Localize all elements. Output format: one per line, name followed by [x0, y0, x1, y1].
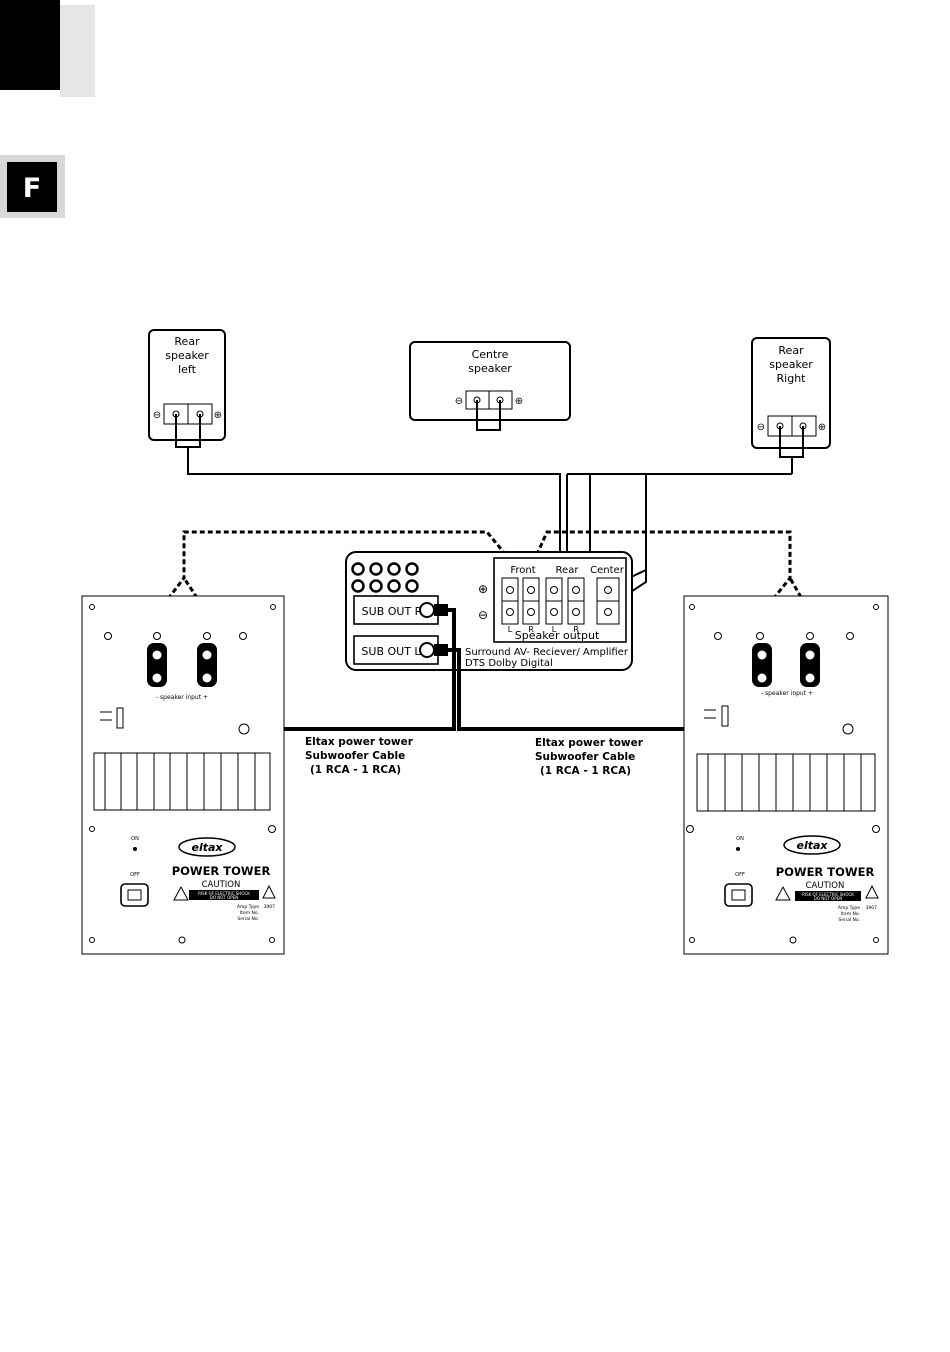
cable-label-right: Eltax power tower Subwoofer Cable (1 RCA…: [535, 737, 644, 777]
rca-jack-array: [351, 562, 419, 593]
cable-right-line3: (1 RCA - 1 RCA): [540, 765, 631, 777]
sub-out-r-jack: [419, 602, 435, 618]
power-tower-left: - speaker input + ON OFF eltax POWER TOW…: [81, 595, 285, 955]
left-tower-on-label: ON: [131, 836, 139, 842]
cable-left-line1: Eltax power tower: [305, 736, 414, 748]
av-receiver: ⊕ ⊖ Front Rear Center L R L R Sp: [345, 551, 633, 671]
cable-left-line3: (1 RCA - 1 RCA): [310, 764, 401, 776]
centre-minus-icon: ⊖: [455, 396, 463, 407]
cable-label-left: Eltax power tower Subwoofer Cable (1 RCA…: [305, 736, 414, 776]
left-tower-amp-value: 3907: [264, 904, 276, 910]
centre-label-2: speaker: [468, 362, 512, 375]
left-tower-amp-type: Amp Type: [237, 904, 259, 910]
right-tower-do-not-open: DO NOT OPEN: [814, 896, 842, 901]
left-tower-product: POWER TOWER: [172, 864, 271, 878]
left-tower-input-label: - speaker input +: [156, 694, 208, 701]
cable-right-line1: Eltax power tower: [535, 737, 644, 749]
receiver-minus-icon: ⊖: [478, 608, 488, 622]
sub-out-r-label: SUB OUT R: [362, 605, 423, 618]
left-tower-risk: RISK OF ELECTRIC SHOCK: [198, 891, 250, 896]
rear-right-label-3: Right: [777, 372, 807, 385]
cable-left-line2: Subwoofer Cable: [305, 750, 405, 762]
rear-right-plus-icon: ⊕: [818, 422, 826, 433]
left-tower-warning-icon-2: [262, 884, 276, 899]
group-front-label: Front: [510, 565, 535, 576]
right-tower-caution: CAUTION: [806, 881, 845, 891]
right-tower-warning-icon-2: [865, 884, 879, 899]
sub-out-l-jack: [419, 642, 435, 658]
left-tower-off-label: OFF: [130, 872, 140, 878]
right-tower-heatsink: [696, 753, 876, 812]
right-tower-eltax-logo: [783, 835, 841, 855]
centre-speaker: Centre speaker ⊖ ⊕: [409, 341, 571, 421]
centre-plus-icon: ⊕: [515, 396, 523, 407]
rear-right-label-1: Rear: [778, 344, 804, 357]
channel-rear-r: R: [573, 625, 579, 634]
left-tower-item-no: Item No.: [240, 910, 259, 916]
right-tower-warning-icon: [775, 885, 791, 901]
left-tower-heatsink: [93, 752, 271, 811]
power-tower-right: - speaker input + ON OFF eltax POWER TOW…: [683, 595, 889, 955]
left-tower-power-socket: [120, 883, 149, 907]
receiver-plus-icon: ⊕: [478, 582, 488, 596]
right-tower-switch: [721, 705, 729, 727]
right-tower-product: POWER TOWER: [776, 865, 875, 879]
section-tab-black: [7, 162, 57, 212]
rca-plug-l: [434, 644, 448, 656]
right-tower-serial-no: Serial No.: [838, 917, 860, 923]
rear-left-label-3: left: [178, 363, 197, 376]
left-tower-caution: CAUTION: [202, 880, 241, 890]
rear-left-label-2: speaker: [165, 349, 209, 362]
left-tower-warning-icon: [173, 885, 189, 901]
rear-speaker-right: Rear speaker Right ⊖ ⊕: [751, 337, 831, 449]
right-tower-brand: eltax: [796, 839, 828, 852]
rear-right-minus-icon: ⊖: [757, 422, 765, 433]
left-tower-do-not-open: DO NOT OPEN: [210, 895, 238, 900]
left-tower-eltax-logo: [178, 837, 236, 857]
receiver-subtitle: DTS Dolby Digital: [465, 658, 553, 669]
header-black-tab: [0, 0, 60, 90]
right-tower-off-label: OFF: [735, 872, 745, 878]
group-rear-label: Rear: [556, 565, 580, 576]
header-grey-tab: [60, 5, 95, 97]
left-tower-switch: [116, 707, 124, 729]
channel-rear-l: L: [552, 625, 557, 634]
speaker-output-label: Speaker output: [515, 629, 600, 642]
rear-left-label-1: Rear: [174, 335, 200, 348]
channel-front-l: L: [508, 625, 513, 634]
rear-right-label-2: speaker: [769, 358, 813, 371]
centre-label-1: Centre: [472, 348, 509, 361]
right-tower-on-label: ON: [736, 836, 744, 842]
sub-out-l-label: SUB OUT L: [361, 645, 421, 658]
right-tower-amp-value: 3907: [866, 905, 878, 911]
right-tower-item-no: Item No.: [841, 911, 860, 917]
right-tower-power-socket: [724, 883, 753, 907]
speaker-wires: [175, 400, 804, 613]
right-tower-risk: RISK OF ELECTRIC SHOCK: [802, 892, 854, 897]
channel-front-r: R: [528, 625, 534, 634]
rca-plug-r: [434, 604, 448, 616]
rear-speaker-left: Rear speaker left ⊖ ⊕: [148, 329, 226, 441]
right-tower-input-label: - speaker input +: [761, 690, 813, 697]
rear-left-plus-icon: ⊕: [214, 410, 222, 421]
section-letter: F: [23, 173, 41, 204]
right-tower-amp-type: Amp Type: [838, 905, 860, 911]
left-tower-brand: eltax: [191, 841, 223, 854]
output-terminals: [501, 577, 620, 625]
rear-left-minus-icon: ⊖: [153, 410, 161, 421]
left-tower-serial-no: Serial No.: [237, 916, 259, 922]
receiver-title: Surround AV- Reciever/ Amplifier: [465, 647, 629, 658]
speaker-output-block: [493, 557, 627, 643]
group-center-label: Center: [590, 565, 625, 576]
cable-right-line2: Subwoofer Cable: [535, 751, 635, 763]
